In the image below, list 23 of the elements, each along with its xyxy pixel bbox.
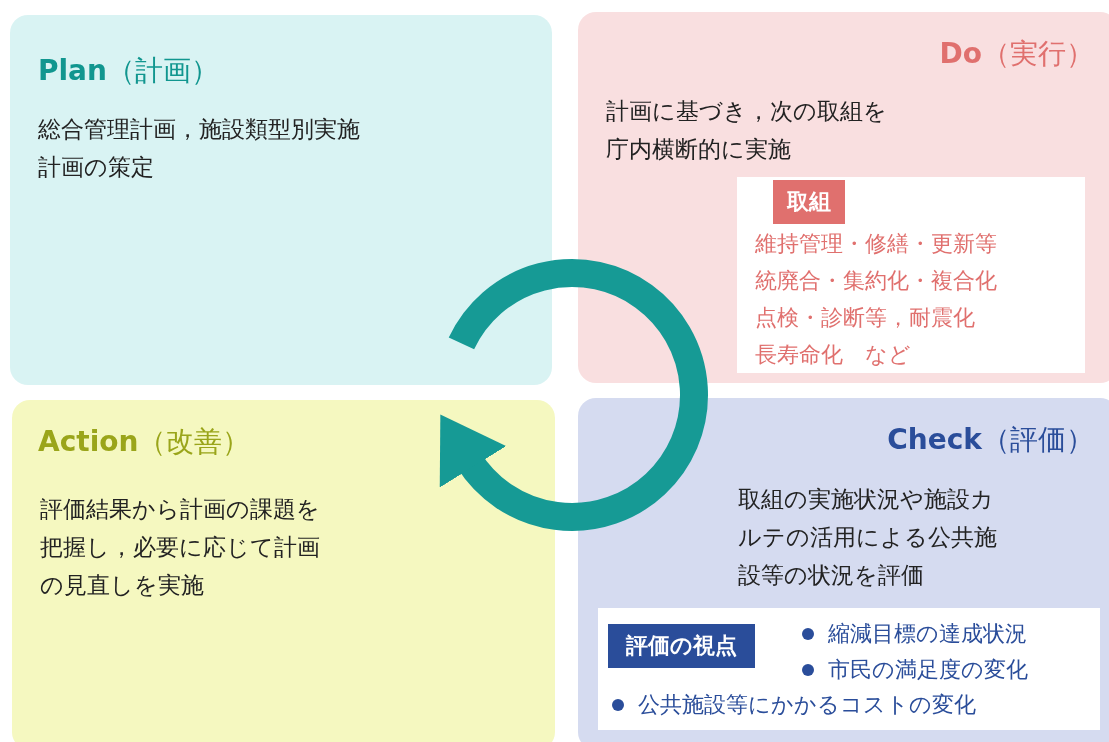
heading-text: Plan（計画） (38, 53, 219, 89)
list-item: 点検・診断等，耐震化 (755, 304, 975, 332)
heading-text: Check（評価） (887, 422, 1094, 458)
content-card (737, 177, 1085, 373)
quadrant-panel (10, 15, 552, 385)
bullet-item: 公共施設等にかかるコストの変化 (638, 691, 976, 719)
body-text: 計画に基づき，次の取組を庁内横断的に実施 (606, 97, 888, 164)
bullet-item: 縮減目標の達成状況 (828, 620, 1027, 648)
quadrant-panel (578, 398, 1109, 742)
content-card (598, 608, 1100, 730)
tag-label: 取組 (773, 180, 845, 224)
section-tag: 評価の視点 (608, 624, 755, 668)
body-text: 取組の実施状況や施設カルテの活用による公共施設等の状況を評価 (738, 485, 998, 590)
quadrant-panel (12, 400, 555, 742)
heading-text: Do（実行） (939, 36, 1094, 72)
body-text: 総合管理計画，施設類型別実施計画の策定 (38, 115, 361, 182)
quadrant-panel (578, 12, 1109, 383)
list-item: 長寿命化 など (755, 341, 911, 369)
list-item: 統廃合・集約化・複合化 (755, 267, 997, 295)
list-item: 維持管理・修繕・更新等 (755, 230, 997, 258)
heading-text: Action（改善） (38, 424, 251, 460)
bullet-item: 市民の満足度の変化 (828, 656, 1028, 684)
body-text: 評価結果から計画の課題を把握し，必要に応じて計画の見直しを実施 (40, 495, 321, 600)
